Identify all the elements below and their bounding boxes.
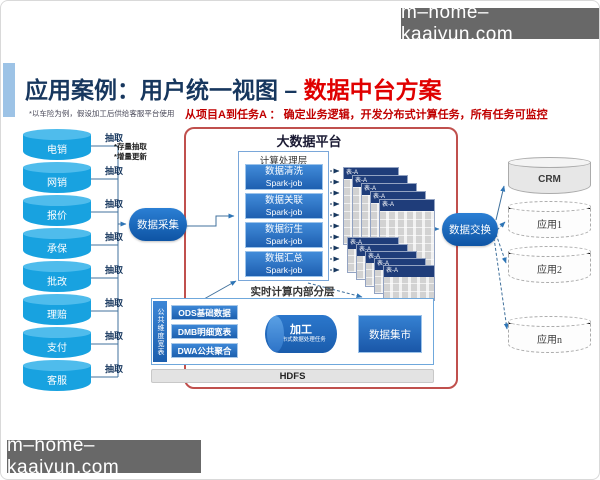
data-mart-label: 数据集市: [369, 328, 411, 341]
source-cylinder-5: 批改: [23, 261, 91, 292]
data-exchange-node: 数据交换: [442, 213, 498, 246]
layer-ods: ODS基础数据: [171, 305, 238, 320]
hdfs-bar: HDFS: [151, 369, 434, 383]
footnote-example: *以车险为例，假设加工后供给客服平台使用: [29, 109, 175, 118]
table-header: 表-A: [384, 266, 434, 277]
spark-job-derive: 数据衍生 Spark-job: [245, 222, 323, 248]
page-title-main: 应用案例：用户统一视图 –: [25, 77, 304, 103]
extract-label: 抽取: [104, 133, 123, 143]
source-label: 网销: [47, 177, 67, 189]
source-cylinder-6: 理赔: [23, 294, 91, 325]
target-label: CRM: [538, 173, 561, 185]
cylinder-cap: [23, 129, 91, 140]
target-label: 应用1: [537, 219, 562, 231]
page-title: 应用案例：用户统一视图 – 数据中台方案: [25, 71, 442, 105]
job-engine: Spark-job: [265, 207, 303, 217]
compute-layer-title: 计算处理层: [259, 156, 308, 167]
job-engine: Spark-job: [265, 265, 303, 275]
process-sub: 分布式数据处理任务: [276, 337, 326, 343]
page-title-accent: 数据中台方案: [303, 77, 442, 103]
spark-job-clean: 数据清洗 Spark-job: [245, 164, 323, 190]
layer-dwa: DWA公共聚合: [171, 343, 238, 358]
source-label: 承保: [47, 243, 67, 255]
data-exchange-label: 数据交换: [449, 224, 491, 236]
source-cylinder-1: 电销: [23, 129, 91, 160]
extract-label: 抽取: [104, 232, 123, 242]
data-mart-box: 数据集市: [358, 315, 422, 353]
watermark-bottom-text: m–home–kaaiyun.com: [7, 434, 120, 478]
extract-label: 抽取: [104, 199, 123, 209]
watermark-top: m–home–kaaiyun.com: [401, 2, 599, 45]
data-collect-node: 数据采集: [129, 208, 187, 241]
source-label: 客服: [47, 375, 67, 387]
cylinder-cap: [23, 294, 91, 305]
job-name: 数据汇总: [264, 253, 303, 264]
cylinder-cap: [23, 162, 91, 173]
table-body: [384, 277, 434, 300]
source-cylinder-4: 承保: [23, 228, 91, 259]
source-cylinder-8: 客服: [23, 360, 91, 391]
table-header: 表-A: [366, 252, 416, 263]
source-label: 电销: [47, 144, 67, 156]
source-label: 支付: [47, 342, 67, 354]
source-cylinder-2: 网销: [23, 162, 91, 193]
result-table: 表-A: [383, 265, 435, 301]
job-name: 数据清洗: [264, 166, 303, 177]
cylinder-cap: [23, 228, 91, 239]
source-label: 报价: [47, 210, 67, 222]
cylinder-cap: [23, 327, 91, 338]
target-cylinder-appn: 应用n: [508, 316, 591, 353]
cylinder-cap: [508, 246, 591, 257]
bigdata-platform-frame: [184, 127, 458, 389]
cylinder-cap: [23, 261, 91, 272]
cylinder-cap: [23, 195, 91, 206]
table-header: 表-A: [357, 245, 407, 256]
source-label: 批改: [47, 276, 67, 288]
extract-mode-notes: *存量抽取 *增量更新: [114, 142, 147, 161]
subtitle-task-flow: 从项目A到任务A ： 确定业务逻辑，开发分布式计算任务，所有任务可监控: [185, 109, 548, 121]
extract-label: 抽取: [104, 265, 123, 275]
target-label: 应用2: [537, 264, 562, 276]
table-header: 表-A: [348, 238, 398, 249]
data-collect-label: 数据采集: [137, 219, 179, 231]
table-header: 表-A: [344, 168, 398, 179]
cylinder-cap: [508, 201, 591, 212]
target-cylinder-app1: 应用1: [508, 201, 591, 238]
extract-label: 抽取: [104, 166, 123, 176]
extract-label: 抽取: [104, 364, 123, 374]
table-header: 表-A: [353, 176, 407, 187]
layer-dmb: DMB明细宽表: [171, 324, 238, 339]
cylinder-cap: [508, 316, 591, 327]
process-cylinder: 加工 分布式数据处理任务: [265, 315, 337, 353]
realtime-side-strip: 公共维度宽表: [153, 301, 167, 362]
process-name: 加工: [290, 324, 312, 336]
table-header: 表-A: [380, 200, 434, 211]
bigdata-platform-title: 大数据平台: [276, 134, 342, 149]
extract-label: 抽取: [104, 331, 123, 341]
cylinder-cap: [508, 157, 591, 168]
table-header: 表-A: [375, 259, 425, 270]
watermark-top-text: m–home–kaaiyun.com: [401, 1, 514, 45]
cylinder-cap: [23, 360, 91, 371]
source-cylinder-3: 报价: [23, 195, 91, 226]
spark-job-aggregate: 数据汇总 Spark-job: [245, 251, 323, 277]
job-name: 数据关联: [264, 195, 303, 206]
source-label: 理赔: [47, 309, 67, 321]
target-cylinder-crm: CRM: [508, 157, 591, 194]
job-engine: Spark-job: [265, 178, 303, 188]
title-accent-bar: [3, 63, 15, 117]
table-header: 表-A: [362, 184, 416, 195]
extract-label: 抽取: [104, 298, 123, 308]
target-label: 应用n: [537, 334, 562, 346]
job-name: 数据衍生: [264, 224, 303, 235]
watermark-bottom: m–home–kaaiyun.com: [7, 435, 201, 478]
source-cylinder-7: 支付: [23, 327, 91, 358]
table-header: 表-A: [371, 192, 425, 203]
spark-job-join: 数据关联 Spark-job: [245, 193, 323, 219]
target-cylinder-app2: 应用2: [508, 246, 591, 283]
realtime-section-title: 实时计算内部分层: [250, 286, 335, 298]
job-engine: Spark-job: [265, 236, 303, 246]
